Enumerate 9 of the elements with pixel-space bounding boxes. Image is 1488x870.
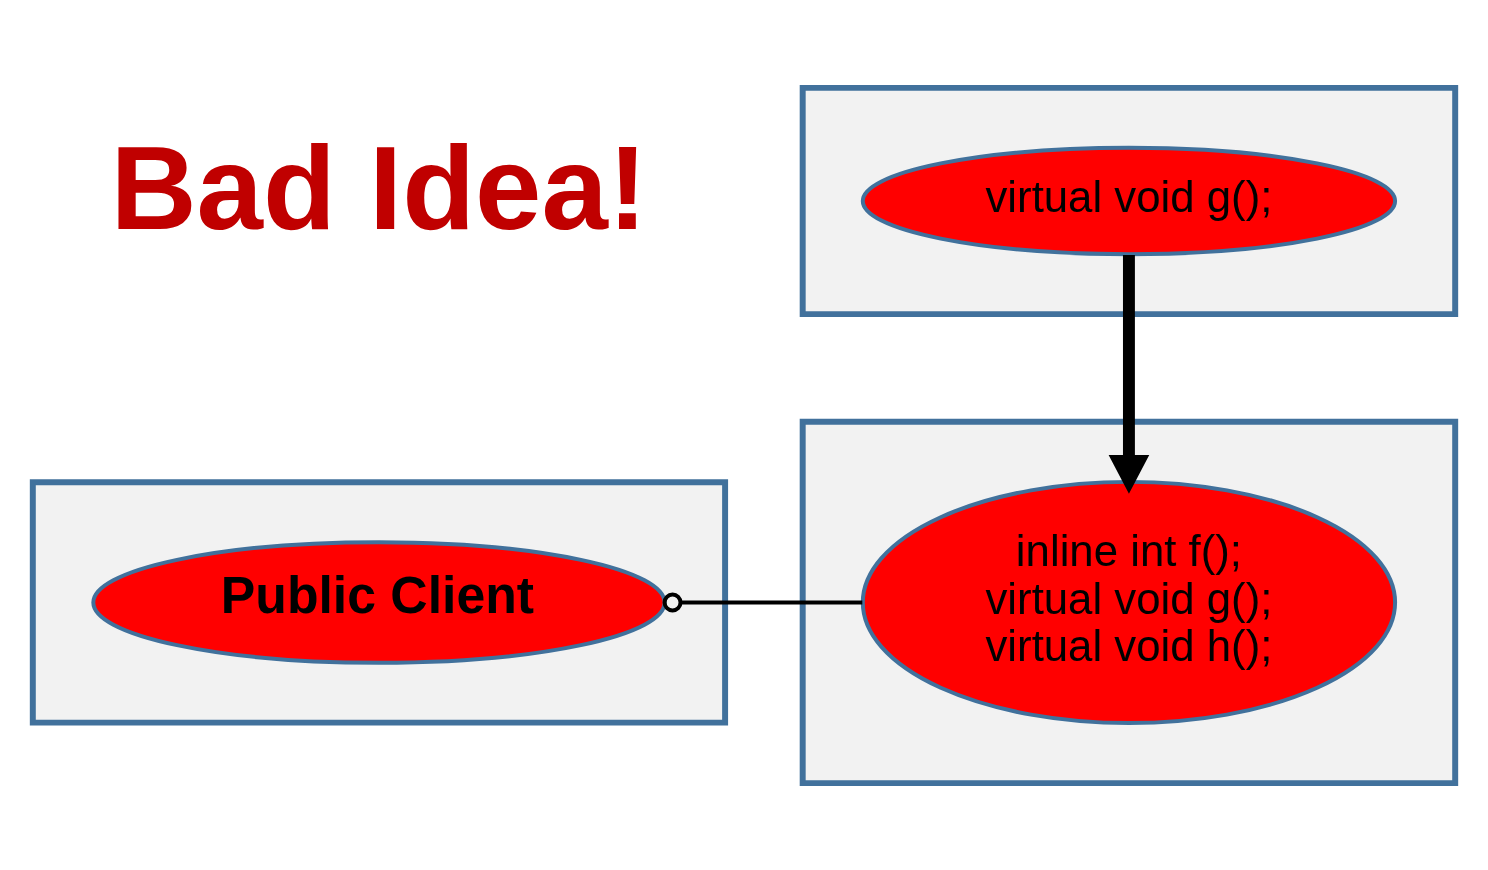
- arrow: [1108, 254, 1150, 494]
- cluster: [799, 418, 1459, 786]
- cluster: [29, 478, 729, 726]
- connector: [662, 592, 863, 612]
- node-ellipse: inline int f(); virtual void g(); virtual void h();: [860, 479, 1398, 725]
- label: Bad Idea!: [110, 120, 648, 254]
- node-ellipse: virtual void g();: [860, 145, 1398, 256]
- cluster: [799, 84, 1459, 317]
- node-ellipse: Public Client: [91, 539, 667, 665]
